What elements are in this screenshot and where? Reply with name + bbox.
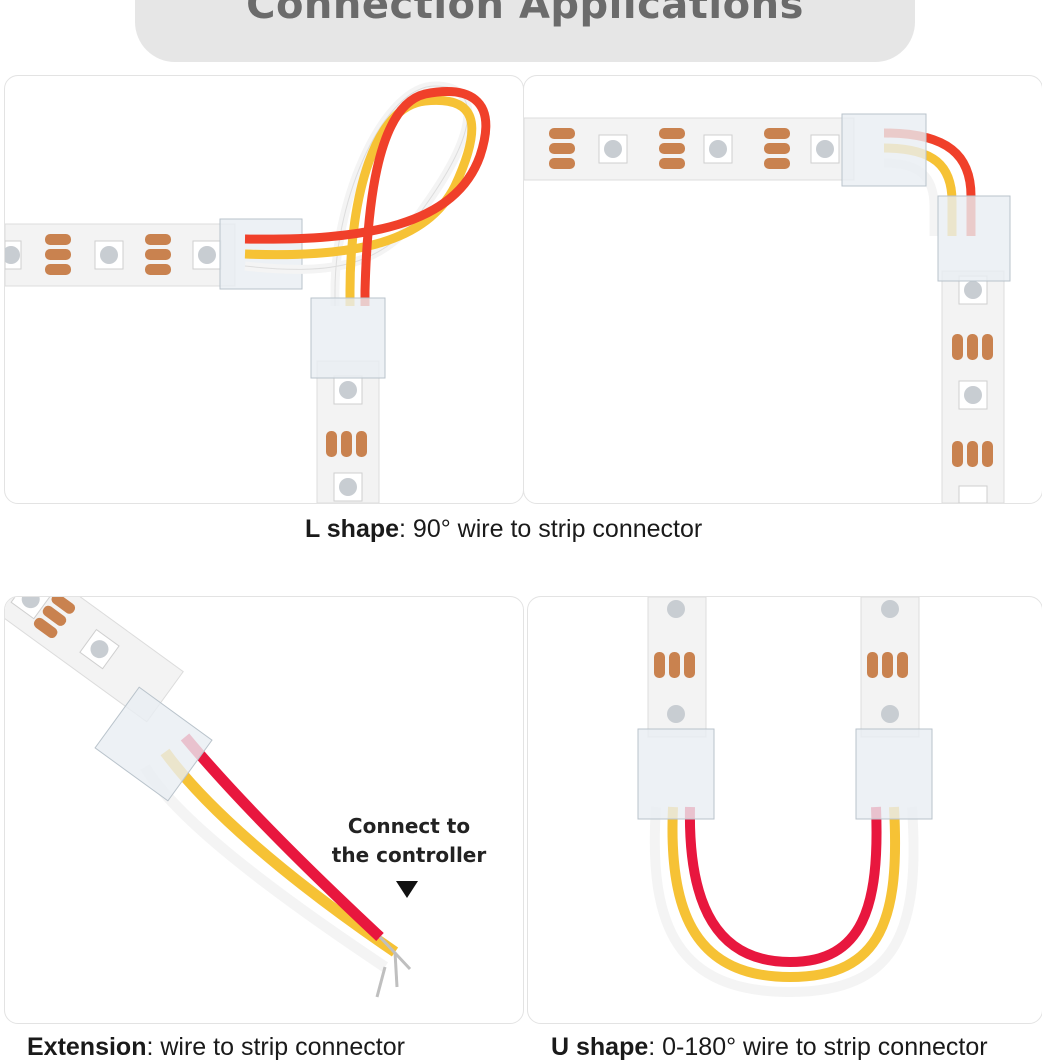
caption-extension: Extension: wire to strip connector (27, 1033, 405, 1062)
controller-note-line1: Connect to (347, 814, 471, 838)
caption-u-shape: U shape: 0-180° wire to strip connector (551, 1033, 988, 1062)
caption-l-shape: L shape: 90° wire to strip connector (305, 515, 702, 544)
l-shape-loop-illustration (5, 81, 491, 503)
controller-note: Connect to the controller (330, 812, 488, 870)
controller-note-line2: the controller (331, 843, 487, 867)
down-arrow-icon (396, 881, 418, 898)
panel-u-shape (527, 596, 1042, 1024)
caption-l-shape-title: L shape (305, 515, 400, 543)
caption-extension-text: : wire to strip connector (146, 1033, 405, 1061)
panel-l-shape-corner (523, 75, 1042, 504)
l-shape-corner-illustration (524, 113, 1011, 503)
u-shape-illustration (637, 597, 933, 998)
extension-illustration (5, 597, 412, 998)
panel-l-shape-loop (4, 75, 524, 504)
caption-u-shape-title: U shape (551, 1033, 649, 1061)
caption-l-shape-text: : 90° wire to strip connector (399, 515, 703, 543)
panel-extension (4, 596, 524, 1024)
page-title: Connection Applications (246, 0, 804, 28)
caption-u-shape-text: : 0-180° wire to strip connector (648, 1033, 988, 1061)
caption-extension-title: Extension (27, 1033, 147, 1061)
header-tab: Connection Applications (135, 0, 915, 62)
